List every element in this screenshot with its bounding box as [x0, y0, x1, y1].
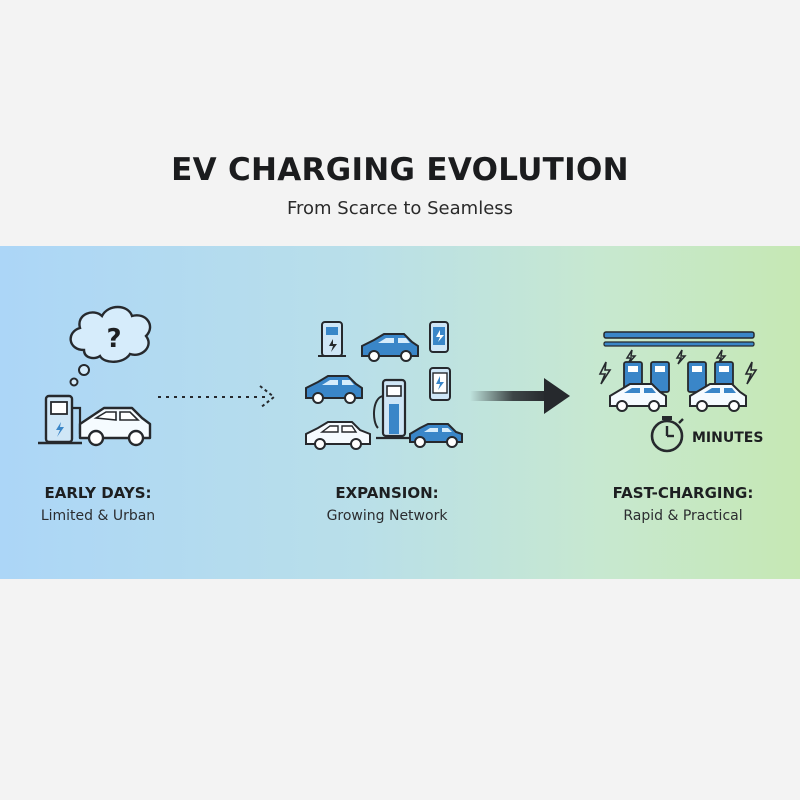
phone-icon: [429, 367, 451, 401]
solid-arrow-icon: [470, 378, 570, 414]
car-icon: [305, 421, 371, 450]
charging-station-icon: [373, 378, 412, 440]
charging-station-icon: [38, 394, 82, 445]
dotted-arrow-icon: [158, 385, 276, 409]
page-title: EV CHARGING EVOLUTION: [171, 152, 629, 188]
car-icon: [609, 383, 667, 412]
stage-title: EXPANSION:: [335, 484, 439, 502]
timeline-band: ?: [0, 246, 800, 579]
stage-description: Rapid & Practical: [623, 508, 743, 524]
stage-title: FAST-CHARGING:: [612, 484, 754, 502]
thought-bubble-icon: ?: [69, 305, 152, 387]
stage-description: Limited & Urban: [40, 508, 156, 524]
stopwatch-icon: [650, 416, 684, 453]
car-icon: [78, 406, 152, 447]
car-icon: [689, 383, 747, 412]
car-icon: [305, 375, 363, 404]
stage-title: EARLY DAYS:: [44, 484, 152, 502]
minutes-label: MINUTES: [692, 430, 764, 446]
stage-expansion: EXPANSION: Growing Network: [277, 484, 497, 524]
page-subtitle: From Scarce to Seamless: [286, 198, 514, 219]
stage-early-days: EARLY DAYS: Limited & Urban: [0, 484, 208, 524]
car-icon: [409, 423, 463, 448]
question-mark: ?: [106, 324, 121, 354]
charger-icon: [318, 321, 346, 357]
car-icon: [361, 333, 419, 362]
stage-fast-charging: FAST-CHARGING: Rapid & Practical: [573, 484, 793, 524]
phone-icon: [429, 321, 449, 353]
timeline-illustration: ?: [38, 305, 758, 453]
stage-description: Growing Network: [326, 508, 448, 524]
charging-canopy-icon: [603, 331, 755, 347]
